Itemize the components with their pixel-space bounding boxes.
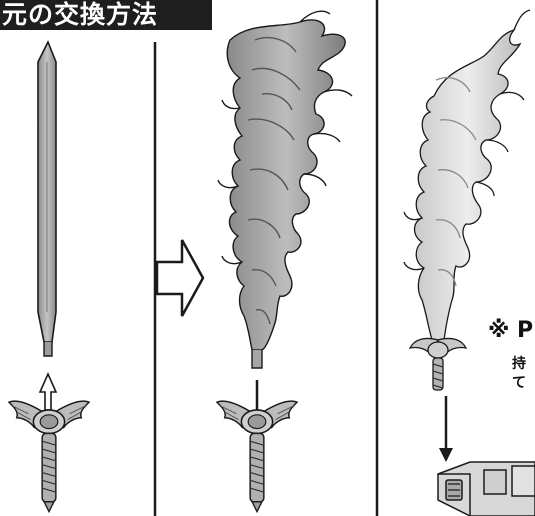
flame-blade-light <box>403 9 531 391</box>
section-title-band: 元の交換方法 <box>0 0 212 30</box>
down-arrow-icon-right <box>439 396 453 462</box>
note-line-3: て <box>512 375 526 391</box>
right-arrow-icon <box>155 239 205 317</box>
section-title: 元の交換方法 <box>2 0 159 29</box>
note-line-2: 持 <box>512 356 526 372</box>
robot-arm-part <box>437 461 535 516</box>
plain-blade <box>37 40 57 357</box>
flame-blade-dark <box>217 10 353 369</box>
sword-hilt-left <box>8 400 90 513</box>
up-arrow-icon <box>38 372 58 411</box>
note-reference-mark: ※ P <box>488 318 534 343</box>
sword-hilt-middle <box>216 400 298 513</box>
